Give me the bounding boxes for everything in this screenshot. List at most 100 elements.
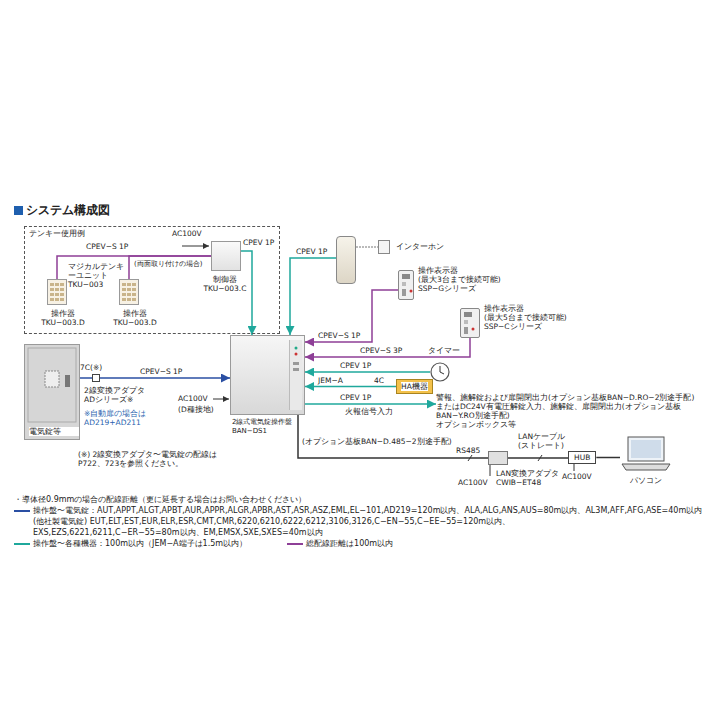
keypad-unit-shape bbox=[119, 279, 139, 305]
node-text: (最大3台まで接続可能) bbox=[418, 275, 501, 284]
node-text: またはDC24V有電圧解錠入力、施解錠、扉開閉出力(オプション基板BAN−Y.R… bbox=[436, 402, 714, 420]
cable-label: LANケーブル (ストレート) bbox=[518, 432, 576, 450]
node-text: 電気錠等 bbox=[29, 427, 79, 436]
node-text: SSP−Gシリーズ bbox=[418, 284, 476, 293]
power-line bbox=[490, 465, 491, 476]
legend-row: 操作盤〜電気錠：AUT,APPT,ALGT,APBT,AUR,APPR,ALGR… bbox=[14, 505, 714, 516]
timer: タイマー bbox=[428, 346, 472, 384]
node-text: テンキー使用例 bbox=[29, 229, 85, 238]
control-panel-shape bbox=[230, 335, 305, 415]
annotation: (D種接地) bbox=[178, 405, 214, 414]
legend-line-sample bbox=[14, 505, 30, 516]
power-arrow bbox=[182, 246, 209, 247]
diagram-title: システム構成図 bbox=[26, 203, 110, 217]
annotation: AC100V bbox=[172, 229, 202, 238]
legend-item: 総配線距離は100m以内 bbox=[287, 538, 393, 549]
electric-lock-door: 電気錠等 bbox=[24, 344, 80, 440]
power-arrow bbox=[213, 399, 229, 400]
lan-adapter: LAN変換アダプタ CWIB−ET48 bbox=[488, 451, 568, 487]
cable-label: CPEV 1P bbox=[243, 238, 274, 247]
lan-adapter-shape bbox=[488, 451, 508, 465]
keypad-unit: 操作器 TKU−003.D bbox=[107, 279, 163, 335]
ha-device: HA機器 bbox=[396, 379, 433, 394]
note-text: (他社製電気錠) EUT,ELT,EST,EUR,ELR,ESR,CMT,CMR… bbox=[14, 516, 714, 527]
legend-text: 操作盤〜電気錠：AUT,APPT,ALGT,APBT,AUR,APPR,ALGR… bbox=[33, 505, 714, 516]
annotation: 火報信号入力 bbox=[345, 407, 393, 416]
node-text: 操作器 TKU−003.D bbox=[35, 309, 91, 327]
node-text: 2線変換アダプタ ADシリーズ※ bbox=[84, 386, 156, 404]
legend-row: 操作盤〜各種機器：100m以内（JEM−A端子は1.5m以内） 総配線距離は100… bbox=[14, 538, 714, 549]
node-text: 2線式電気錠操作盤 BAN−DS1 bbox=[232, 418, 294, 436]
note-text: EXS,EZS,6221,6211,C−ER−55=80m以内、EM,EMSX,… bbox=[14, 527, 714, 538]
node-text: HUB bbox=[574, 453, 590, 462]
keypad-unit-shape bbox=[47, 279, 67, 305]
indicator-panel: 操作表示器(最大3台まで接続可能)SSP−Gシリーズ bbox=[396, 266, 506, 302]
indicator-panel-shape bbox=[398, 270, 414, 300]
cable-label: CPEV 1P bbox=[296, 247, 327, 256]
cable-connector bbox=[305, 371, 430, 373]
annotation: (※) 2線変換アダプタ〜電気錠の配線は P722、723を参照ください。 bbox=[78, 450, 220, 468]
line-adapter: 2線変換アダプタ ADシリーズ※ bbox=[84, 374, 164, 404]
node-text: SSP−Cシリーズ bbox=[484, 322, 542, 331]
cable-connector bbox=[305, 338, 470, 357]
intercom-shape bbox=[336, 236, 356, 284]
output-block: 警報、施解錠および扉開閉出力(オプション基板BAN−D.RO−2別途手配)または… bbox=[436, 393, 714, 429]
annotation: AC100V bbox=[562, 472, 592, 481]
panel-strip bbox=[289, 340, 302, 410]
pc: パソコン bbox=[616, 436, 676, 486]
cable-connector bbox=[241, 251, 252, 335]
hub-box: HUB bbox=[568, 451, 596, 464]
node-text: パソコン bbox=[630, 476, 662, 485]
cable-connector bbox=[80, 377, 92, 379]
node-text: 警報、施解錠および扉開閉出力(オプション基板BAN−D.RO−2別途手配) bbox=[436, 393, 714, 402]
cable-connector bbox=[305, 290, 398, 342]
node-text: 操作表示器 bbox=[418, 266, 458, 275]
indicator-panel: 操作表示器(最大5台まで接続可能)SSP−Cシリーズ bbox=[458, 304, 578, 340]
legend-line-sample bbox=[14, 538, 30, 549]
annotation: AC100V bbox=[178, 394, 208, 403]
node-text: タイマー bbox=[428, 346, 460, 355]
node-text: インターホン bbox=[396, 242, 444, 251]
controller-box-shape bbox=[211, 241, 241, 271]
door-art bbox=[25, 345, 79, 425]
timer-shape bbox=[430, 362, 450, 382]
cable-label: JEM−A bbox=[318, 376, 343, 385]
cable-connector bbox=[596, 457, 620, 459]
title-square bbox=[14, 206, 23, 215]
cable-label: CPEV 1P bbox=[340, 393, 371, 402]
example-region: テンキー使用例操作器 TKU−003.D 操作器 TKU−003.D 制御器 TKU… bbox=[24, 226, 280, 334]
pc-shape bbox=[620, 436, 672, 472]
power-line bbox=[574, 464, 575, 471]
notes-block: ・導体径0.9mmの場合の配線距離（更に延長する場合はお問い合わせください）操作… bbox=[14, 494, 714, 549]
controller-box: 制御器 TKU−003.C bbox=[197, 241, 253, 297]
cable-label: 7C(※) bbox=[80, 363, 102, 372]
indicator-panel-shape bbox=[460, 308, 480, 338]
cable-label: CPEV 1P bbox=[340, 361, 371, 370]
cable-connector bbox=[129, 256, 211, 279]
legend-text: 操作盤〜各種機器：100m以内（JEM−A端子は1.5m以内） bbox=[33, 538, 247, 549]
cable-connector bbox=[508, 457, 568, 459]
annotation: 4C bbox=[374, 376, 384, 385]
cable-label: CPEV−S 1P bbox=[318, 331, 360, 340]
annotation: マジカルテンキーユニット TKU−003 bbox=[68, 262, 125, 289]
line-adapter-shape bbox=[92, 374, 100, 382]
legend-text: 総配線距離は100m以内 bbox=[306, 538, 393, 549]
node-text: オプションボックス等 bbox=[436, 420, 714, 429]
annotation: (オプション基板BAN−D.485−2別途手配) bbox=[302, 437, 452, 446]
node-text: LAN変換アダプタ CWIB−ET48 bbox=[496, 469, 568, 487]
cable-label: CPEV−S 1P bbox=[86, 242, 128, 251]
control-panel: 2線式電気錠操作盤 BAN−DS1 bbox=[230, 335, 305, 435]
node-text: 制御器 TKU−003.C bbox=[197, 275, 253, 293]
annotation: (両面取り付けの場合) bbox=[134, 260, 202, 269]
legend-line-sample bbox=[287, 538, 303, 549]
note-text: ・導体径0.9mmの場合の配線距離（更に延長する場合はお問い合わせください） bbox=[14, 494, 714, 505]
cable-label: CPEV−S 3P bbox=[360, 346, 402, 355]
cable-label: RS485 bbox=[456, 446, 480, 455]
legend-item: 操作盤〜各種機器：100m以内（JEM−A端子は1.5m以内） bbox=[14, 538, 247, 549]
node-text: 操作器 TKU−003.D bbox=[107, 309, 163, 327]
cable-connector bbox=[305, 403, 436, 405]
chime bbox=[378, 240, 390, 254]
